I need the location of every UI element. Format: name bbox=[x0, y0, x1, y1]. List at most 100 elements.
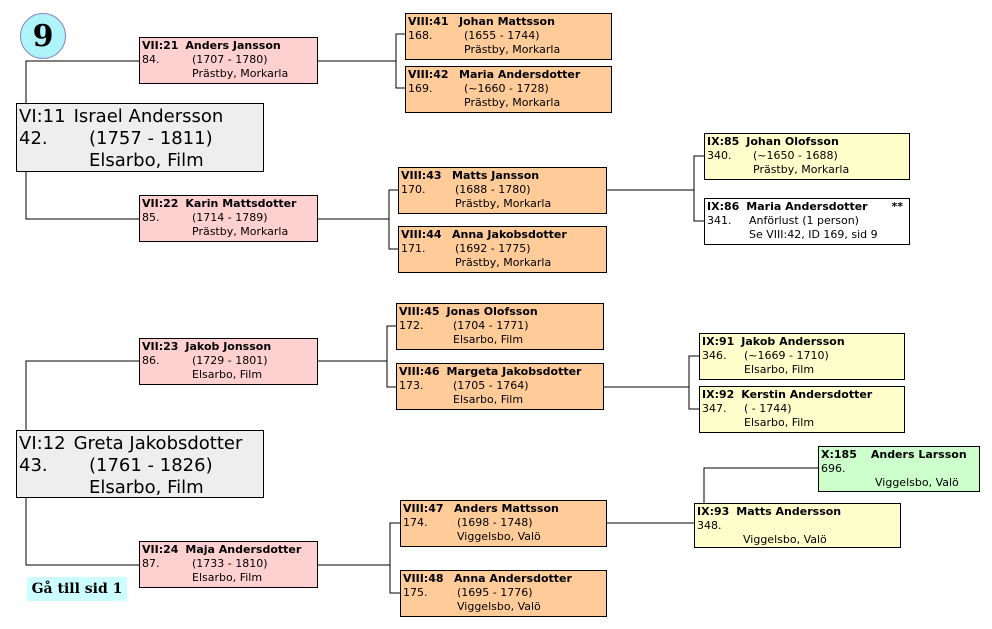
person-name: Anna Andersdotter bbox=[454, 572, 572, 585]
person-number: 85. bbox=[142, 211, 160, 224]
person-dates: (1714 - 1789) bbox=[192, 211, 268, 224]
person-dates: (1761 - 1826) bbox=[89, 455, 213, 476]
person-place: Elsarbo, Film bbox=[89, 150, 204, 171]
person-place: Elsarbo, Film bbox=[192, 571, 263, 584]
person-box-viii44[interactable]: VIII:44 Anna Jakobsdotter 171. (1692 - 1… bbox=[398, 226, 607, 273]
person-box-vii24[interactable]: VII:24 Maja Andersdotter 87. (1733 - 181… bbox=[139, 541, 318, 588]
person-dates: ( - 1744) bbox=[744, 402, 792, 415]
person-name: Anna Jakobsdotter bbox=[452, 228, 567, 241]
person-number: 346. bbox=[702, 349, 727, 362]
person-dates: (1707 - 1780) bbox=[192, 53, 268, 66]
person-code: VIII:44 bbox=[401, 228, 442, 241]
person-box-vii23[interactable]: VII:23 Jakob Jonsson 86. (1729 - 1801) E… bbox=[139, 338, 318, 385]
person-code: VIII:41 bbox=[408, 15, 449, 28]
person-name: Israel Andersson bbox=[73, 106, 224, 127]
person-number: 340. bbox=[707, 149, 732, 162]
person-code: IX:86 bbox=[707, 200, 740, 213]
person-name: Matts Andersson bbox=[736, 505, 842, 518]
person-name: Anders Larsson bbox=[870, 448, 967, 461]
person-code: VIII:45 bbox=[399, 305, 440, 318]
person-place: Elsarbo, Film bbox=[744, 363, 815, 376]
person-box-viii46[interactable]: VIII:46 Margeta Jakobsdotter 173. (1705 … bbox=[396, 363, 604, 410]
person-name: Johan Olofsson bbox=[746, 135, 839, 148]
person-box-viii48[interactable]: VIII:48 Anna Andersdotter 175. (1695 - 1… bbox=[400, 570, 607, 617]
person-number: 341. bbox=[707, 214, 732, 227]
person-box-ix92[interactable]: IX:92 Kerstin Andersdotter 347. ( - 1744… bbox=[699, 386, 905, 433]
person-place: Prästby, Morkarla bbox=[192, 225, 289, 238]
duplicate-marker: ** bbox=[891, 200, 903, 213]
person-place: Elsarbo, Film bbox=[192, 368, 263, 381]
person-dates: (1698 - 1748) bbox=[457, 516, 533, 529]
person-place: Prästby, Morkarla bbox=[455, 256, 552, 269]
person-code: IX:91 bbox=[702, 335, 735, 348]
person-box-viii42[interactable]: VIII:42 Maria Andersdotter 169. (~1660 -… bbox=[405, 66, 612, 113]
person-box-ix93[interactable]: IX:93 Matts Andersson 348. Viggelsbo, Va… bbox=[694, 503, 901, 548]
person-box-viii47[interactable]: VIII:47 Anders Mattsson 174. (1698 - 174… bbox=[400, 500, 607, 547]
person-dates: (1688 - 1780) bbox=[455, 183, 531, 196]
person-number: 42. bbox=[19, 128, 48, 149]
person-box-x185[interactable]: X:185 Anders Larsson 696. Viggelsbo, Val… bbox=[818, 446, 980, 492]
person-number: 696. bbox=[821, 462, 846, 475]
person-box-ix86[interactable]: IX:86 Maria Andersdotter ** 341. Anförlus… bbox=[704, 198, 910, 245]
person-code: VII:22 bbox=[142, 197, 179, 210]
person-box-ix85[interactable]: IX:85 Johan Olofsson 340. (~1650 - 1688)… bbox=[704, 133, 910, 180]
person-code: IX:92 bbox=[702, 388, 735, 401]
person-dates: (1692 - 1775) bbox=[455, 242, 531, 255]
goto-page-1-link[interactable]: Gå till sid 1 bbox=[27, 577, 127, 601]
person-note: Anförlust (1 person) bbox=[749, 214, 859, 227]
person-number: 87. bbox=[142, 557, 160, 570]
person-code: VIII:43 bbox=[401, 169, 442, 182]
person-code: X:185 bbox=[821, 448, 857, 461]
person-box-viii41[interactable]: VIII:41 Johan Mattsson 168. (1655 - 1744… bbox=[405, 13, 612, 60]
person-code: IX:93 bbox=[697, 505, 730, 518]
person-code: VII:21 bbox=[142, 39, 179, 52]
person-place: Elsarbo, Film bbox=[453, 333, 524, 346]
person-number: 170. bbox=[401, 183, 426, 196]
person-name: Kerstin Andersdotter bbox=[741, 388, 873, 401]
person-box-ix91[interactable]: IX:91 Jakob Andersson 346. (~1669 - 1710… bbox=[699, 333, 905, 380]
person-code: VIII:42 bbox=[408, 68, 449, 81]
person-number: 169. bbox=[408, 82, 433, 95]
person-place: Elsarbo, Film bbox=[453, 393, 524, 406]
person-box-vii21[interactable]: VII:21 Anders Jansson 84. (1707 - 1780) … bbox=[139, 37, 318, 84]
page-number-badge: 9 bbox=[20, 13, 66, 59]
person-box-viii45[interactable]: VIII:45 Jonas Olofsson 172. (1704 - 1771… bbox=[396, 303, 604, 350]
person-code: IX:85 bbox=[707, 135, 740, 148]
person-name: Margeta Jakobsdotter bbox=[446, 365, 582, 378]
person-code: VII:23 bbox=[142, 340, 179, 353]
person-place: Viggelsbo, Valö bbox=[457, 530, 541, 543]
person-dates: (~1660 - 1728) bbox=[464, 82, 549, 95]
person-name: Karin Mattsdotter bbox=[185, 197, 297, 210]
person-dates: (~1650 - 1688) bbox=[753, 149, 838, 162]
person-number: 174. bbox=[403, 516, 428, 529]
person-dates: (1729 - 1801) bbox=[192, 354, 268, 367]
person-number: 172. bbox=[399, 319, 424, 332]
person-place: Viggelsbo, Valö bbox=[875, 476, 959, 489]
person-number: 173. bbox=[399, 379, 424, 392]
person-box-viii43[interactable]: VIII:43 Matts Jansson 170. (1688 - 1780)… bbox=[398, 167, 607, 214]
person-place: Prästby, Morkarla bbox=[464, 43, 561, 56]
person-place: Viggelsbo, Valö bbox=[457, 600, 541, 613]
person-number: 84. bbox=[142, 53, 160, 66]
person-place: Prästby, Morkarla bbox=[455, 197, 552, 210]
person-number: 175. bbox=[403, 586, 428, 599]
person-dates: (1705 - 1764) bbox=[453, 379, 529, 392]
person-number: 168. bbox=[408, 29, 433, 42]
person-name: Maria Andersdotter bbox=[459, 68, 581, 81]
person-dates: (1655 - 1744) bbox=[464, 29, 540, 42]
person-box-vii22[interactable]: VII:22 Karin Mattsdotter 85. (1714 - 178… bbox=[139, 195, 318, 242]
person-name: Maria Andersdotter bbox=[746, 200, 868, 213]
person-dates: (1733 - 1810) bbox=[192, 557, 268, 570]
person-name: Johan Mattsson bbox=[459, 15, 555, 28]
person-name: Jakob Andersson bbox=[741, 335, 845, 348]
person-number: 347. bbox=[702, 402, 727, 415]
person-number: 171. bbox=[401, 242, 426, 255]
person-place: Prästby, Morkarla bbox=[192, 67, 289, 80]
person-code: VI:12 bbox=[19, 433, 66, 454]
person-reference: Se VIII:42, ID 169, sid 9 bbox=[749, 228, 878, 241]
person-name: Matts Jansson bbox=[452, 169, 540, 182]
person-name: Anders Mattsson bbox=[454, 502, 559, 515]
person-dates: (1704 - 1771) bbox=[453, 319, 529, 332]
